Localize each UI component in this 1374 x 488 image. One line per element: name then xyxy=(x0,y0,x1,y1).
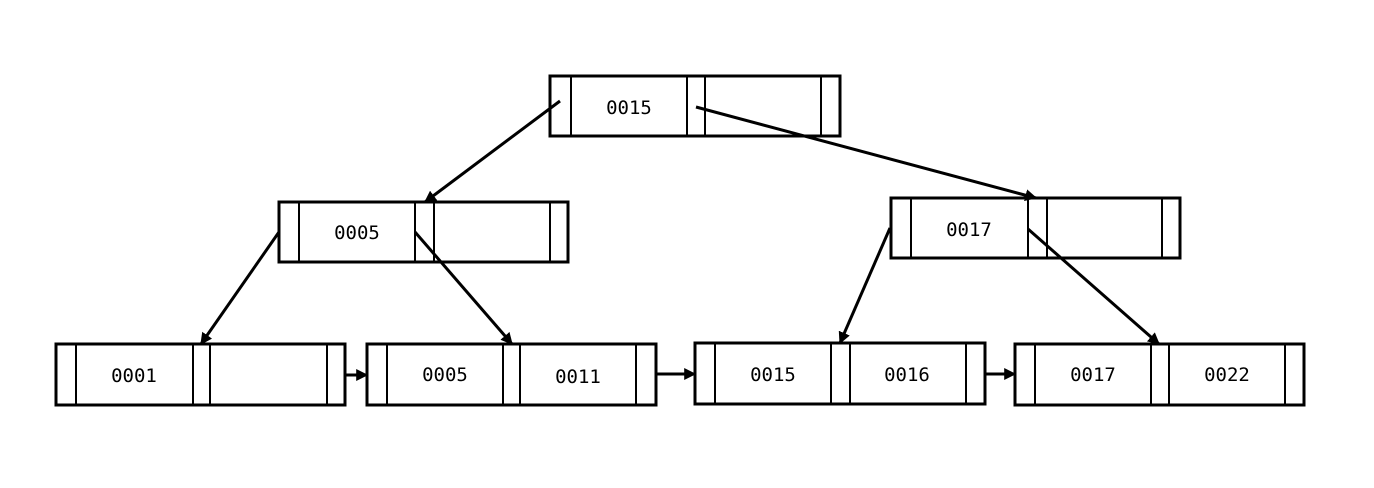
node-leaf-4-key-1: 0017 xyxy=(1070,364,1116,386)
node-leaf-3-key-1: 0015 xyxy=(750,364,796,386)
node-leaf-2-key-2: 0011 xyxy=(555,366,601,388)
edge-internal-right-to-leaf-3 xyxy=(838,227,892,345)
node-root: 0015 xyxy=(548,74,842,138)
node-root-key-1: 0015 xyxy=(606,97,652,119)
node-internal-right-key-1: 0017 xyxy=(946,219,992,241)
node-internal-left-key-1: 0005 xyxy=(334,222,380,244)
node-leaf-3-key-2: 0016 xyxy=(884,364,930,386)
edge-root-to-internal-left xyxy=(424,99,561,204)
node-leaf-1-key-1: 0001 xyxy=(111,365,157,387)
node-internal-right: 0017 xyxy=(889,196,1182,260)
node-leaf-2: 0005 0011 xyxy=(365,342,658,407)
node-leaf-4: 0017 0022 xyxy=(1013,342,1306,407)
node-internal-left: 0005 xyxy=(277,200,570,264)
node-leaf-1: 0001 xyxy=(54,342,347,407)
node-leaf-3: 0015 0016 xyxy=(693,341,987,406)
edge-root-to-internal-right xyxy=(695,105,1038,202)
edge-internal-right-to-leaf-4 xyxy=(1027,227,1160,346)
node-leaf-2-key-1: 0005 xyxy=(422,364,468,386)
node-leaf-4-key-2: 0022 xyxy=(1204,364,1250,386)
edge-internal-left-to-leaf-1 xyxy=(199,231,281,345)
edge-internal-left-to-leaf-2 xyxy=(413,231,514,345)
